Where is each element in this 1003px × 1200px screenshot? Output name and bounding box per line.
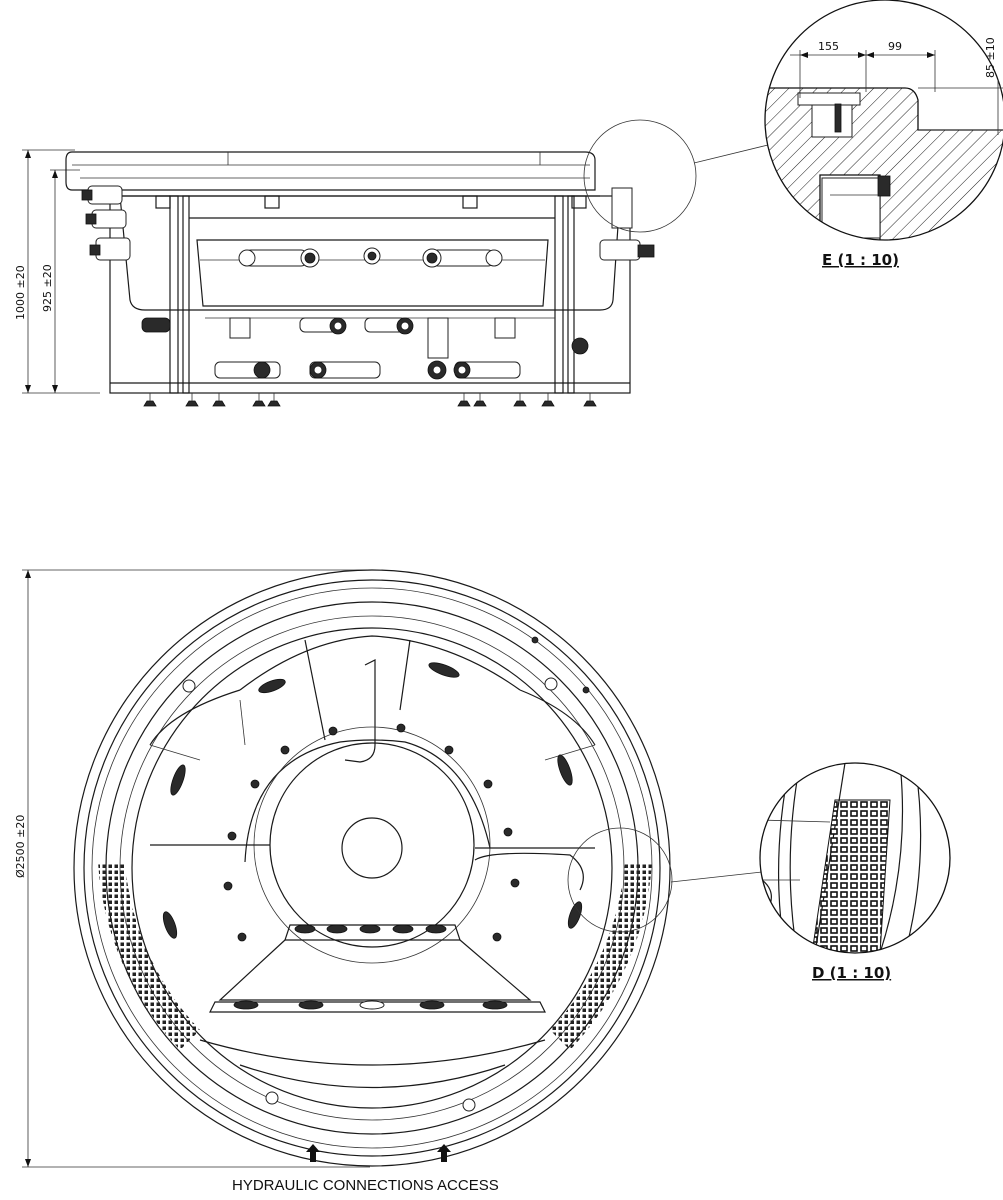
detail-e-dim-85: 85 ±10 bbox=[984, 37, 997, 78]
detail-e-dim-99: 99 bbox=[888, 40, 902, 53]
detail-d-label: D (1 : 10) bbox=[812, 964, 891, 982]
hydraulic-access-caption: HYDRAULIC CONNECTIONS ACCESS bbox=[232, 1177, 499, 1194]
adjustable-feet bbox=[143, 393, 597, 407]
detail-e-label: E (1 : 10) bbox=[822, 251, 899, 269]
diameter-label: Ø2500 ±20 bbox=[14, 815, 27, 878]
side-fittings bbox=[81, 185, 655, 261]
height-total-label: 1000 ±20 bbox=[14, 265, 27, 320]
bench-jets bbox=[162, 662, 583, 1010]
detail-d: D (1 : 10) bbox=[759, 762, 951, 982]
support-frame bbox=[109, 195, 631, 394]
detail-d-marker bbox=[567, 827, 673, 933]
side-view: 1000 ±20 925 ±20 bbox=[14, 119, 769, 407]
upper-pipes bbox=[238, 247, 503, 268]
height-dimensions: 1000 ±20 925 ±20 bbox=[14, 149, 100, 394]
lower-pipes bbox=[141, 317, 589, 380]
detail-e-leader bbox=[693, 144, 769, 164]
access-arrows bbox=[306, 1144, 451, 1162]
speaker-grille-left bbox=[98, 862, 200, 1050]
detail-e-dim-155: 155 bbox=[818, 40, 839, 53]
wall-jets bbox=[223, 723, 520, 942]
detail-e: 155 99 85 ±10 E (1 : 10) bbox=[764, 0, 1003, 269]
detail-e-marker bbox=[583, 119, 697, 233]
seating-layout bbox=[149, 635, 596, 1089]
tub-rim bbox=[65, 151, 600, 197]
top-view: Ø2500 ±20 bbox=[14, 569, 763, 1194]
speaker-grille-right bbox=[550, 862, 652, 1050]
height-rim-label: 925 ±20 bbox=[41, 264, 54, 312]
rim-holes bbox=[182, 636, 590, 1112]
detail-d-leader bbox=[670, 871, 763, 883]
